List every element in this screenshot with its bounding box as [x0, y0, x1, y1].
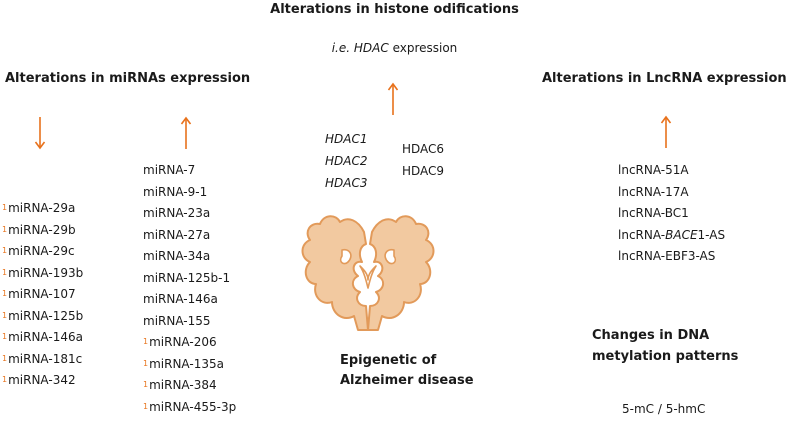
hdac-item: HDAC9 — [402, 164, 445, 178]
list-item: 1miRNA-206 — [143, 335, 217, 349]
list-item: miRNA-9-1 — [143, 184, 208, 199]
hdac-item: HDAC6 — [402, 142, 445, 156]
center-label: Epigenetic of Alzheimer disease — [340, 351, 474, 391]
list-item: miRNA-23a — [143, 206, 211, 220]
list-item: miRNA-146a — [143, 292, 218, 306]
list-item: miRNA-7 — [143, 163, 196, 177]
dna-title-line1: Changes in DNA — [592, 328, 710, 343]
list-item: 1miRNA-29c — [2, 244, 75, 258]
list-item: 1miRNA-135a — [143, 356, 224, 371]
list-item: lncRNA-17A — [618, 184, 689, 199]
list-item: miRNA-125b-1 — [143, 270, 231, 285]
histone-subtitle-prefix: i.e. — [331, 41, 351, 55]
histone-title: Alterations in histone odifications — [270, 2, 519, 17]
list-item: 1miRNA-384 — [143, 378, 217, 392]
histone-subtitle-hdac: HDAC — [353, 41, 389, 55]
list-item: 1miRNA-181c — [2, 351, 83, 366]
list-item: 1miRNA-146a — [2, 330, 83, 344]
histone-subtitle: i.e. HDAC expression — [0, 41, 789, 55]
dna-title: Changes in DNA metylation patterns — [592, 325, 738, 367]
center-label-line2: Alzheimer disease — [340, 373, 474, 388]
list-item: 1miRNA-29a — [2, 201, 76, 215]
list-item: 1miRNA-455-3p — [143, 399, 237, 414]
list-item: miRNA-155 — [143, 313, 211, 328]
lncrna-list: lncRNA-51A lncRNA-17A lncRNA-BC1 lncRNA-… — [618, 160, 725, 268]
up-arrow-icon — [387, 82, 399, 115]
list-item: lncRNA-BACE1-AS — [618, 227, 726, 242]
list-item: 1miRNA-342 — [2, 373, 76, 387]
list-item: 1miRNA-193b — [2, 265, 84, 280]
list-item: 1miRNA-29b — [2, 222, 76, 237]
list-item: lncRNA-BC1 — [618, 206, 689, 220]
list-item: 1miRNA-107 — [2, 287, 76, 301]
brain-icon — [301, 215, 435, 331]
list-item: 1miRNA-125b — [2, 308, 84, 323]
down-arrow-icon — [34, 117, 46, 150]
histone-subtitle-suffix: expression — [392, 41, 458, 55]
lncrna-title: Alterations in LncRNA expression — [542, 71, 787, 86]
hdac-regular-list: HDAC6 HDAC9 — [402, 138, 444, 182]
hdac-item: HDAC2 — [325, 154, 368, 168]
hdac-item: HDAC3 — [325, 176, 368, 190]
list-item: miRNA-27a — [143, 227, 211, 242]
hdac-italic-list: HDAC1 HDAC2 HDAC3 — [325, 128, 368, 194]
dna-value: 5-mC / 5-hmC — [622, 402, 706, 416]
hdac-item: HDAC1 — [325, 132, 368, 146]
up-arrow-icon — [660, 115, 672, 148]
list-item: miRNA-34a — [143, 249, 211, 263]
dna-title-line2: metylation patterns — [592, 349, 739, 364]
up-arrow-icon — [180, 116, 192, 149]
list-item: lncRNA-51A — [618, 163, 689, 177]
center-label-line1: Epigenetic of — [340, 353, 437, 368]
mirna-title: Alterations in miRNAs expression — [5, 71, 251, 86]
list-item: lncRNA-EBF3-AS — [618, 249, 716, 263]
mirna-up-list: miRNA-7 miRNA-9-1 miRNA-23a miRNA-27a mi… — [143, 160, 236, 418]
mirna-down-list: 1miRNA-29a 1miRNA-29b 1miRNA-29c 1miRNA-… — [2, 198, 83, 392]
